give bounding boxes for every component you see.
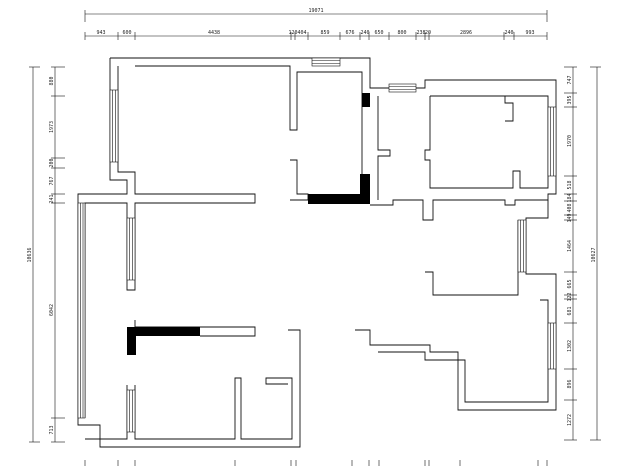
window-left-balcony bbox=[77, 202, 86, 419]
top-seg-12: 20 bbox=[425, 30, 431, 36]
right-seg-14: 1272 bbox=[567, 414, 573, 426]
left-seg-6: 6042 bbox=[49, 304, 55, 316]
left-total-label: 10636 bbox=[27, 247, 33, 262]
inner-wall-right-partition bbox=[504, 96, 514, 122]
left-segment-ticks bbox=[51, 66, 65, 443]
inner-wall-top bbox=[84, 66, 256, 418]
left-seg-4: 767 bbox=[49, 176, 55, 185]
top-seg-10: 800 bbox=[397, 30, 406, 36]
right-seg-9: 665 bbox=[567, 279, 573, 288]
top-seg-15: 993 bbox=[525, 30, 534, 36]
solid-wall-horizontal bbox=[308, 194, 370, 204]
right-dimension-chain: 10627 747 395 1970 518 184 408 149 1464 … bbox=[564, 66, 601, 441]
top-dimension-chain: 19071 943 600 4438 120 404 859 676 240 bbox=[84, 8, 548, 40]
solid-column-right bbox=[360, 174, 370, 204]
top-seg-5: 404 bbox=[297, 30, 306, 36]
left-seg-3: 200 bbox=[49, 158, 55, 167]
inner-wall-bottom-right bbox=[378, 299, 549, 403]
left-seg-2: 1973 bbox=[49, 121, 55, 133]
top-seg-13: 2896 bbox=[460, 30, 472, 36]
right-seg-3: 1970 bbox=[567, 135, 573, 147]
top-seg-2: 600 bbox=[122, 30, 131, 36]
top-seg-1: 943 bbox=[96, 30, 105, 36]
right-seg-2: 395 bbox=[567, 95, 573, 104]
window-top-right bbox=[388, 83, 417, 93]
window-top-left bbox=[109, 89, 119, 163]
left-seg-1: 880 bbox=[49, 76, 55, 85]
right-seg-10: 122 bbox=[567, 292, 573, 301]
top-segment-ticks bbox=[84, 32, 548, 40]
outer-wall-outline bbox=[110, 57, 557, 221]
solid-wall-bottom bbox=[127, 327, 200, 336]
top-seg-9: 650 bbox=[374, 30, 383, 36]
bottom-ticks bbox=[84, 460, 548, 466]
right-seg-5: 184 bbox=[567, 193, 573, 202]
window-right-mid bbox=[517, 219, 527, 273]
left-seg-7: 713 bbox=[49, 425, 55, 434]
right-total-label: 10627 bbox=[591, 247, 597, 262]
right-segment-ticks bbox=[564, 66, 577, 441]
top-seg-14: 240 bbox=[504, 30, 513, 36]
solid-walls bbox=[127, 93, 370, 355]
inner-wall-bottom-left-col bbox=[85, 385, 128, 440]
left-seg-5: 241 bbox=[49, 194, 55, 203]
window-inner-upper bbox=[126, 217, 136, 281]
right-seg-13: 896 bbox=[567, 379, 573, 388]
right-seg-11: 681 bbox=[567, 306, 573, 315]
inner-wall-left-room bbox=[135, 65, 370, 201]
window-right-upper bbox=[547, 106, 557, 177]
windows bbox=[77, 57, 557, 433]
solid-column-bottom bbox=[127, 336, 136, 355]
outer-wall-left bbox=[77, 58, 301, 448]
top-total-label: 19071 bbox=[308, 8, 323, 14]
right-seg-4: 518 bbox=[567, 180, 573, 189]
right-seg-12: 1302 bbox=[567, 340, 573, 352]
solid-column-top bbox=[362, 93, 370, 107]
right-seg-7: 149 bbox=[567, 213, 573, 222]
inner-wall-bedroom-right bbox=[425, 220, 519, 296]
top-seg-7: 676 bbox=[345, 30, 354, 36]
inner-wall-right-room bbox=[424, 95, 549, 189]
right-seg-6: 408 bbox=[567, 203, 573, 212]
outer-wall-right-lower bbox=[355, 200, 557, 411]
window-top-center bbox=[311, 57, 341, 67]
window-inner-lower bbox=[126, 389, 136, 433]
left-dimension-chain: 10636 880 1973 200 767 241 6042 713 bbox=[27, 66, 65, 443]
inner-wall-right-block bbox=[377, 96, 391, 200]
walls bbox=[77, 57, 557, 448]
right-seg-1: 747 bbox=[567, 75, 573, 84]
inner-wall-mid bbox=[290, 159, 309, 201]
top-seg-11: 238 bbox=[416, 30, 425, 36]
top-seg-6: 859 bbox=[320, 30, 329, 36]
window-right-lower bbox=[547, 322, 557, 370]
top-seg-3: 4438 bbox=[208, 30, 220, 36]
right-seg-8: 1464 bbox=[567, 240, 573, 252]
inner-wall-bottom-left bbox=[134, 320, 256, 337]
top-seg-4: 120 bbox=[288, 30, 297, 36]
inner-wall-bottom-rooms bbox=[134, 377, 293, 440]
top-seg-8: 240 bbox=[360, 30, 369, 36]
